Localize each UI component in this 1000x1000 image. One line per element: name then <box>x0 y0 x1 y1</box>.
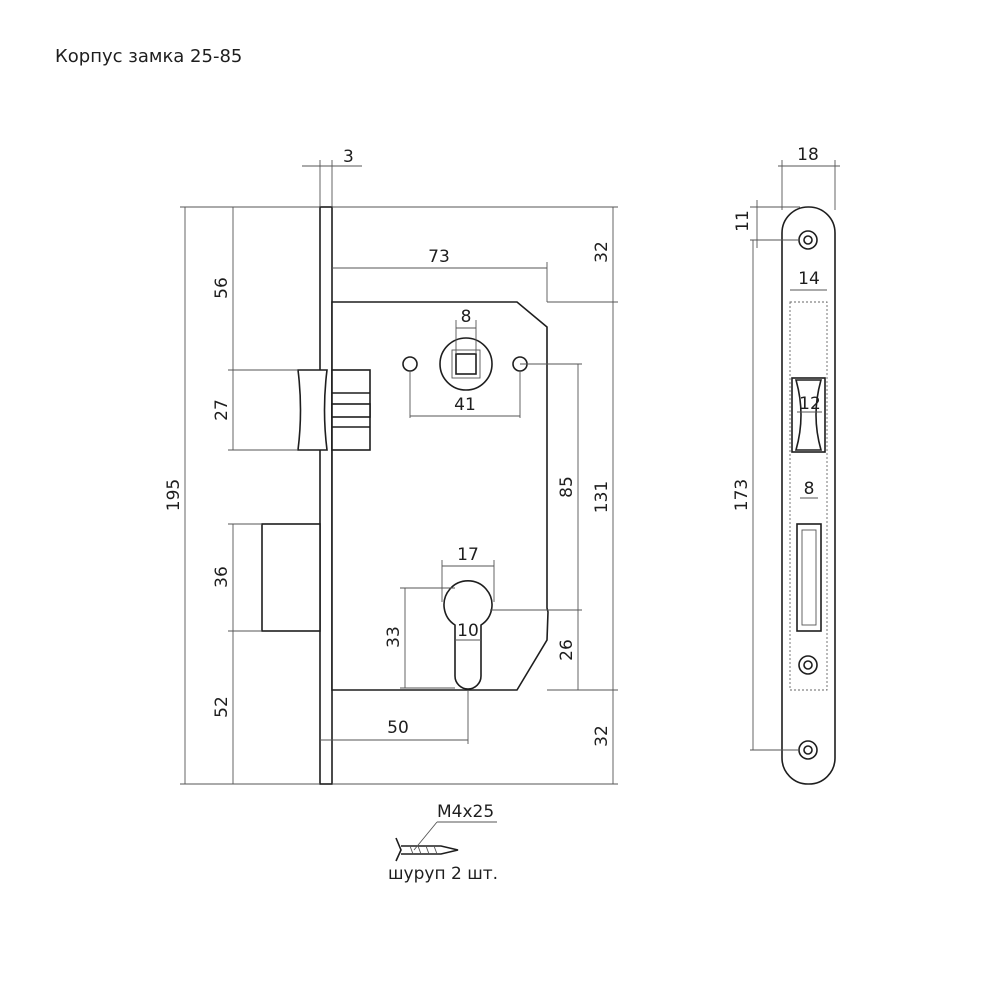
dim-cylinder-to-body-bottom: 26 <box>557 639 577 661</box>
dim-faceplate-inner-width: 14 <box>798 269 820 289</box>
dim-body-height: 131 <box>592 481 612 513</box>
dimension-lines <box>184 165 614 784</box>
dim-cylinder-height: 33 <box>384 626 404 648</box>
dim-faceplate-length: 173 <box>732 479 752 511</box>
deadbolt-slot <box>796 523 822 632</box>
faceplate-side <box>319 206 333 785</box>
faceplate-dimension-lines <box>750 160 840 751</box>
dim-cylinder-width: 17 <box>457 545 479 565</box>
latch-bolt <box>297 369 371 451</box>
faceplate-outline <box>781 206 836 785</box>
cylinder-cutout <box>443 580 493 690</box>
dim-faceplate-thickness: 3 <box>343 147 354 167</box>
extension-lines <box>180 160 618 785</box>
deadbolt <box>261 523 321 632</box>
faceplate-screw-hole-middle <box>798 655 818 675</box>
dim-cylinder-narrow: 10 <box>457 621 479 641</box>
screw-icon <box>395 837 459 862</box>
dim-deadbolt-to-bottom: 52 <box>212 696 232 718</box>
faceplate-view: 18 11 14 12 8 173 <box>732 145 840 785</box>
dim-bottom-offset: 32 <box>592 725 612 747</box>
dim-backset: 50 <box>387 718 409 738</box>
dim-handle-screw-spacing: 41 <box>454 395 476 415</box>
dim-latch-from-top: 56 <box>212 277 232 299</box>
screw-note: шуруп 2 шт. <box>388 864 498 884</box>
dim-latch-slot-width: 12 <box>799 394 821 414</box>
lock-body-projection <box>789 301 828 691</box>
front-view: 3 73 8 41 17 10 50 195 56 27 36 52 33 85… <box>164 147 618 785</box>
screw-callout: М4х25 шуруп 2 шт. <box>388 802 498 884</box>
dim-deadbolt-height: 36 <box>212 566 232 588</box>
dim-faceplate-width: 18 <box>797 145 819 165</box>
spindle-hub <box>439 337 493 391</box>
dim-screw-hole-offset: 11 <box>733 210 753 232</box>
dim-spindle-square: 8 <box>461 307 472 327</box>
dim-top-offset: 32 <box>592 241 612 263</box>
dim-total-height: 195 <box>164 479 184 511</box>
dim-latch-height: 27 <box>212 399 232 421</box>
latch-slot <box>791 377 826 453</box>
dim-backset-outer: 73 <box>428 247 450 267</box>
dim-bolt-slot-width: 8 <box>804 479 815 499</box>
screw-spec: М4х25 <box>437 802 494 822</box>
dim-centre-distance: 85 <box>557 476 577 498</box>
drawing-title: Корпус замка 25-85 <box>55 46 242 67</box>
